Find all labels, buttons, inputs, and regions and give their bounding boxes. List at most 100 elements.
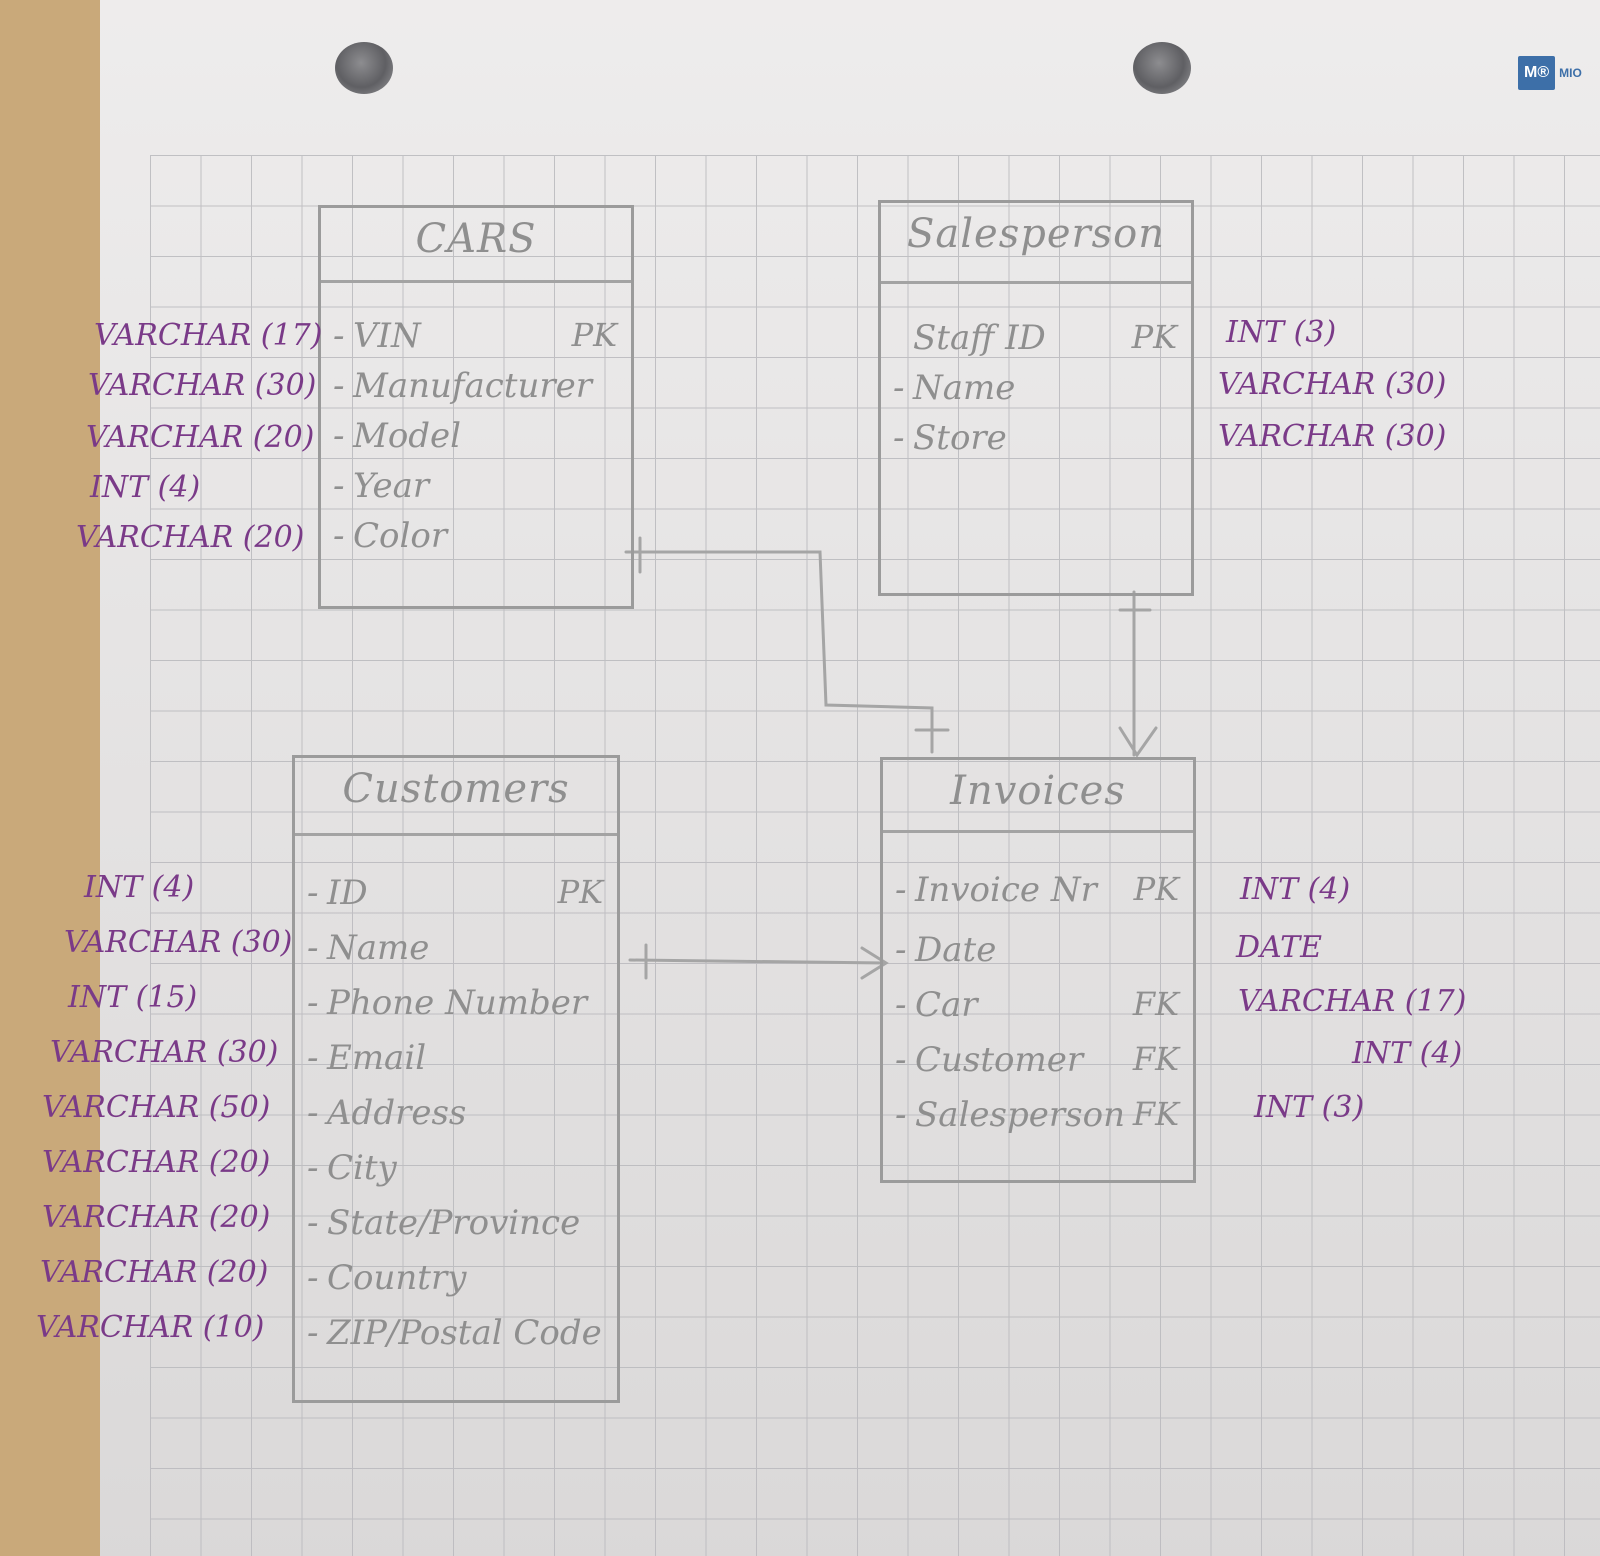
- entity-salesperson: Salesperson Staff ID PK -Name -Store: [878, 200, 1194, 596]
- customer-attr-id-name: ID: [327, 873, 368, 913]
- brand-logo-box: M®: [1518, 56, 1556, 90]
- customer-type-name: VARCHAR (30): [64, 925, 293, 960]
- cars-attr-color: -Color: [333, 516, 448, 556]
- cars-type-color: VARCHAR (20): [76, 520, 305, 555]
- entity-cars-divider: [321, 280, 631, 283]
- customer-attr-zip-name: ZIP/Postal Code: [327, 1313, 602, 1353]
- cars-types: VARCHAR (17) VARCHAR (30) VARCHAR (20) I…: [76, 318, 322, 568]
- invoices-type-date: DATE: [1236, 930, 1322, 965]
- salesperson-attr-store: -Store: [893, 418, 1007, 458]
- salesperson-attr-staffid: Staff ID PK: [893, 318, 1181, 370]
- link-cars-invoices: [624, 550, 934, 754]
- customer-attr-state: -State/Province: [307, 1203, 581, 1243]
- customer-attr-city: -City: [307, 1148, 397, 1188]
- invoices-attr-salesperson-name: Salesperson: [915, 1095, 1125, 1135]
- entity-customer-title: Customers: [342, 766, 570, 812]
- customer-type-phone: INT (15): [68, 980, 198, 1015]
- brand-logo: M® MIO: [1518, 52, 1600, 94]
- cars-type-vin: VARCHAR (17): [94, 318, 323, 353]
- invoices-attr-customer-key: FK: [1132, 1040, 1179, 1078]
- invoices-attr-customer-name: Customer: [915, 1040, 1084, 1080]
- cars-attr-model: -Model: [333, 416, 462, 456]
- customer-type-email: VARCHAR (30): [50, 1035, 279, 1070]
- customer-attr-email-name: Email: [327, 1038, 427, 1078]
- customer-type-country: VARCHAR (20): [40, 1255, 269, 1290]
- salesperson-types: INT (3) VARCHAR (30) VARCHAR (30): [1218, 315, 1458, 475]
- salesperson-attr-staffid-key: PK: [1131, 318, 1177, 356]
- entity-invoices-title: Invoices: [950, 768, 1126, 814]
- cars-attr-manufacturer-name: Manufacturer: [353, 366, 592, 406]
- invoices-attr-salesperson-key: FK: [1132, 1095, 1179, 1133]
- customer-attr-name-name: Name: [327, 928, 430, 968]
- entity-customer-divider: [295, 833, 617, 836]
- invoices-type-invoicenr: INT (4): [1240, 872, 1351, 907]
- customer-type-id: INT (4): [84, 870, 195, 905]
- salesperson-attr-name: -Name: [893, 368, 1016, 408]
- invoices-type-car: VARCHAR (17): [1238, 984, 1467, 1019]
- customer-type-state: VARCHAR (20): [42, 1200, 271, 1235]
- customer-attr-email: -Email: [307, 1038, 427, 1078]
- customer-attr-phone: -Phone Number: [307, 983, 588, 1023]
- invoices-type-salesperson: INT (3): [1254, 1090, 1365, 1125]
- link-salesperson-arrow: [1118, 726, 1158, 758]
- cars-attr-color-name: Color: [353, 516, 448, 556]
- customer-attr-id-key: PK: [557, 873, 603, 911]
- cars-attr-year: -Year: [333, 466, 430, 506]
- customer-attr-country-name: Country: [327, 1258, 467, 1298]
- customer-attr-country: -Country: [307, 1258, 467, 1298]
- customer-type-city: VARCHAR (20): [42, 1145, 271, 1180]
- brand-name: MIO: [1559, 66, 1582, 80]
- entity-salesperson-title: Salesperson: [906, 211, 1165, 257]
- salesperson-attr-staffid-name: Staff ID: [913, 318, 1046, 358]
- cars-attr-vin-name: VIN: [353, 316, 421, 356]
- salesperson-type-store: VARCHAR (30): [1218, 419, 1447, 454]
- salesperson-attr-name-name: Name: [913, 368, 1016, 408]
- invoices-attr-invoicenr-key: PK: [1133, 870, 1179, 908]
- entity-cars-title: CARS: [415, 216, 537, 262]
- customer-attr-address-name: Address: [327, 1093, 467, 1133]
- invoices-type-customer: INT (4): [1352, 1036, 1463, 1071]
- entity-invoices-divider: [883, 830, 1193, 833]
- invoices-attr-car-key: FK: [1132, 985, 1179, 1023]
- customer-type-address: VARCHAR (50): [42, 1090, 271, 1125]
- salesperson-attr-store-name: Store: [913, 418, 1007, 458]
- invoices-attr-date: -Date: [895, 930, 997, 970]
- punch-hole-right: [1133, 42, 1191, 94]
- customer-attr-zip: -ZIP/Postal Code: [307, 1313, 602, 1353]
- link-customer-arrow: [860, 946, 889, 980]
- cars-type-year: INT (4): [90, 470, 201, 505]
- customer-types: INT (4) VARCHAR (30) INT (15) VARCHAR (3…: [36, 870, 292, 1360]
- entity-salesperson-divider: [881, 281, 1191, 284]
- customer-attr-address: -Address: [307, 1093, 467, 1133]
- cars-type-model: VARCHAR (20): [86, 420, 315, 455]
- cars-attr-vin-key: PK: [571, 316, 617, 354]
- cars-attr-model-name: Model: [353, 416, 462, 456]
- grid-pattern: [150, 155, 1600, 1556]
- invoices-attr-invoicenr-name: Invoice Nr: [915, 870, 1097, 910]
- punch-hole-left: [335, 42, 393, 94]
- cars-attr-year-name: Year: [353, 466, 430, 506]
- invoices-attr-car-name: Car: [915, 985, 978, 1025]
- invoices-attr-date-name: Date: [915, 930, 997, 970]
- customer-attr-state-name: State/Province: [327, 1203, 581, 1243]
- customer-attr-name: -Name: [307, 928, 430, 968]
- invoices-types: INT (4) DATE VARCHAR (17) INT (4) INT (3…: [1232, 872, 1532, 1142]
- customer-type-zip: VARCHAR (10): [36, 1310, 265, 1345]
- customer-attr-city-name: City: [327, 1148, 397, 1188]
- customer-attr-phone-name: Phone Number: [327, 983, 588, 1023]
- salesperson-type-name: VARCHAR (30): [1218, 367, 1447, 402]
- salesperson-type-staffid: INT (3): [1226, 315, 1337, 350]
- cars-attr-manufacturer: -Manufacturer: [333, 366, 592, 406]
- link-customer-invoices: [628, 958, 887, 965]
- cars-type-manufacturer: VARCHAR (30): [88, 368, 317, 403]
